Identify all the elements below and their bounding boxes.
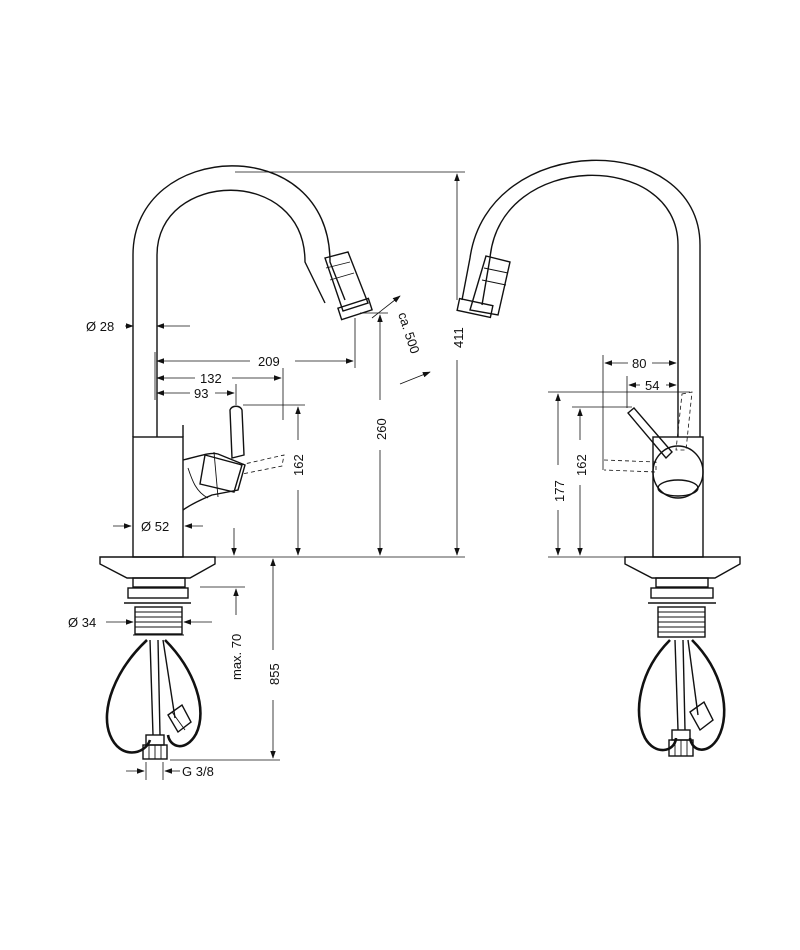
dim-d54: 54 [645,378,659,393]
dim-d177: 177 [552,480,567,502]
faucet-front-view [456,159,741,757]
dim-max70: max. 70 [229,634,244,680]
dim-d132: 132 [200,371,222,386]
dim-d28: Ø 28 [86,319,114,334]
dim-d209: 209 [258,354,280,369]
dim-d411: 411 [451,327,466,348]
dim-d855: 855 [267,663,282,685]
dim-d34: Ø 34 [68,615,96,630]
dim-d162-right: 162 [574,454,589,476]
dim-d93: 93 [194,386,208,401]
dim-d500: ca. 500 [395,310,422,355]
dimensions-left: Ø 28 209 132 93 162 Ø 52 260 [68,171,466,780]
dim-d260: 260 [374,418,389,440]
dim-G38: G 3/8 [182,764,214,779]
faucet-side-view [99,165,373,760]
dim-d52: Ø 52 [141,519,169,534]
dimensions-right: 80 54 177 162 [548,355,690,558]
dim-d80: 80 [632,356,646,371]
dim-d162-left: 162 [291,454,306,476]
